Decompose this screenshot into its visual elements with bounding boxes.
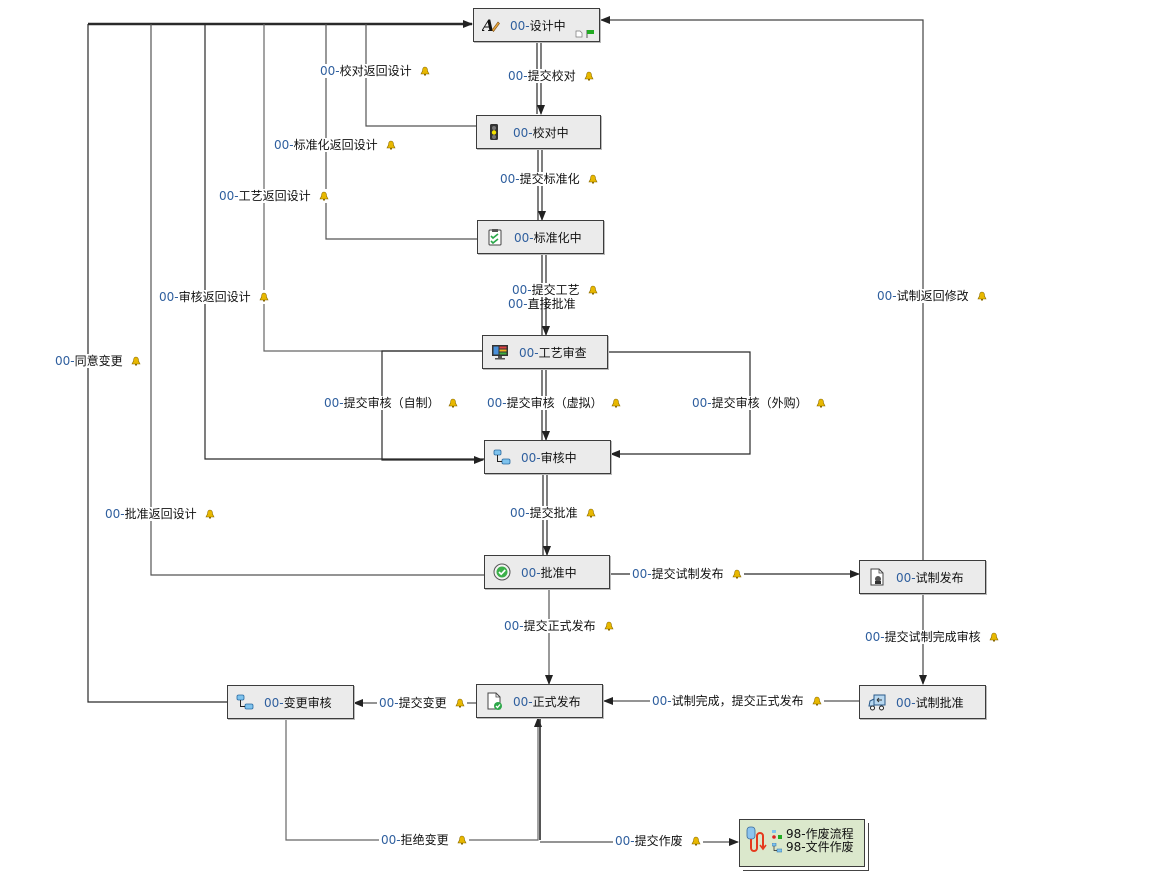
node-mini-icon (772, 830, 782, 839)
edge-audit-back (204, 24, 484, 460)
traffic-light-icon (490, 124, 498, 140)
bell-icon (989, 632, 999, 642)
document-check-icon (487, 692, 502, 710)
edge-label-submit-change[interactable]: 00-提交变更 (377, 696, 467, 710)
bell-icon (386, 140, 396, 150)
node-label: 00-批准中 (521, 565, 577, 580)
bell-icon (812, 696, 822, 706)
edge-label-submit-audit-virtual[interactable]: 00-提交审核（虚拟） (485, 396, 623, 410)
node-label: 00-设计中 (510, 18, 566, 33)
node-change-review[interactable]: 00-变更审核 (227, 685, 354, 719)
edge-label-submit-void[interactable]: 00-提交作废 (613, 834, 703, 848)
edge-label-trial-back[interactable]: 00-试制返回修改 (875, 289, 989, 303)
bell-icon (584, 71, 594, 81)
truck-icon (868, 694, 886, 711)
node-audit[interactable]: 00-审核中 (484, 440, 611, 474)
edge-label-reject-change[interactable]: 00-拒绝变更 (379, 833, 469, 847)
edge-label-approve-back[interactable]: 00-批准返回设计 (103, 507, 217, 521)
workflow-mini-icon (772, 843, 782, 853)
bell-icon (691, 836, 701, 846)
design-pen-icon: A (482, 16, 500, 34)
bell-icon (977, 291, 987, 301)
edge-standardize-back (325, 24, 477, 240)
node-formal-release[interactable]: 00-正式发布 (476, 684, 603, 718)
node-label: 00-工艺审查 (519, 345, 587, 360)
edge-label-submit-audit-outsource[interactable]: 00-提交审核（外购） (690, 396, 828, 410)
bell-icon (448, 398, 458, 408)
bell-icon (131, 356, 141, 366)
node-label: 00-审核中 (521, 450, 577, 465)
check-circle-icon (493, 563, 511, 581)
start-flag-icon (575, 30, 594, 38)
node-trial-release[interactable]: 00-试制发布 (859, 560, 986, 594)
subprocess-icon (746, 826, 767, 852)
edge-agree-change (87, 24, 227, 703)
edge-label-submit-process[interactable]: 00-提交工艺 (510, 283, 600, 297)
edge-label-process-back[interactable]: 00-工艺返回设计 (217, 189, 331, 203)
bell-icon (319, 191, 329, 201)
edge-approve-back (150, 24, 484, 576)
node-standardize[interactable]: 00-标准化中 (477, 220, 604, 254)
bell-icon (816, 398, 826, 408)
monitor-icon (492, 345, 508, 360)
edge-label-submit-standardize[interactable]: 00-提交标准化 (498, 172, 600, 186)
edge-label-standardize-back[interactable]: 00-标准化返回设计 (272, 138, 398, 152)
node-label: 00-正式发布 (513, 694, 581, 709)
bell-icon (420, 66, 430, 76)
edge-label-direct-approve[interactable]: 00-直接批准 (508, 297, 576, 311)
workflow-icon (493, 449, 511, 465)
edge-label-audit-back[interactable]: 00-审核返回设计 (157, 290, 271, 304)
node-label: 00-校对中 (513, 125, 569, 140)
node-label: 00-试制批准 (896, 695, 964, 710)
edge-label-agree-change[interactable]: 00-同意变更 (53, 354, 143, 368)
bell-icon (611, 398, 621, 408)
edge-label-submit-proofread[interactable]: 00-提交校对 (506, 69, 596, 83)
bell-icon (259, 292, 269, 302)
workflow-icon (236, 694, 254, 710)
edge-reject-change (285, 717, 542, 841)
bell-icon (732, 569, 742, 579)
edge-proofread-back (365, 24, 476, 127)
bell-icon (205, 509, 215, 519)
document-stamp-icon (870, 568, 884, 586)
node-approve[interactable]: 00-批准中 (484, 555, 610, 589)
bell-icon (588, 285, 598, 295)
edge-label-submit-trial-done[interactable]: 00-提交试制完成审核 (863, 630, 1001, 644)
bell-icon (457, 835, 467, 845)
bell-icon (455, 698, 465, 708)
subprocess-void[interactable]: 98-作废流程 98-文件作废 (739, 819, 865, 867)
node-design[interactable]: A 00-设计中 (473, 8, 600, 42)
bell-icon (586, 508, 596, 518)
edge-label-submit-trial-release[interactable]: 00-提交试制发布 (630, 567, 744, 581)
bell-icon (604, 621, 614, 631)
bell-icon (588, 174, 598, 184)
node-process-review[interactable]: 00-工艺审查 (482, 335, 608, 369)
edge-label-submit-approve[interactable]: 00-提交批准 (508, 506, 598, 520)
node-proofread[interactable]: 00-校对中 (476, 115, 601, 149)
edge-trial-back (600, 16, 924, 560)
node-trial-approve[interactable]: 00-试制批准 (859, 685, 986, 719)
edge-label-submit-audit-self[interactable]: 00-提交审核（自制） (322, 396, 460, 410)
node-label: 00-标准化中 (514, 230, 582, 245)
edge-label-submit-formal-release[interactable]: 00-提交正式发布 (502, 619, 616, 633)
svg-text:A: A (482, 16, 494, 34)
node-label: 00-试制发布 (896, 570, 964, 585)
clipboard-check-icon (488, 229, 502, 246)
subprocess-item: 98-作废流程 (786, 827, 854, 841)
node-label: 00-变更审核 (264, 695, 332, 710)
subprocess-item: 98-文件作废 (786, 840, 854, 854)
edge-label-trial-done-formal[interactable]: 00-试制完成，提交正式发布 (650, 694, 824, 708)
edge-label-proofread-back[interactable]: 00-校对返回设计 (318, 64, 432, 78)
